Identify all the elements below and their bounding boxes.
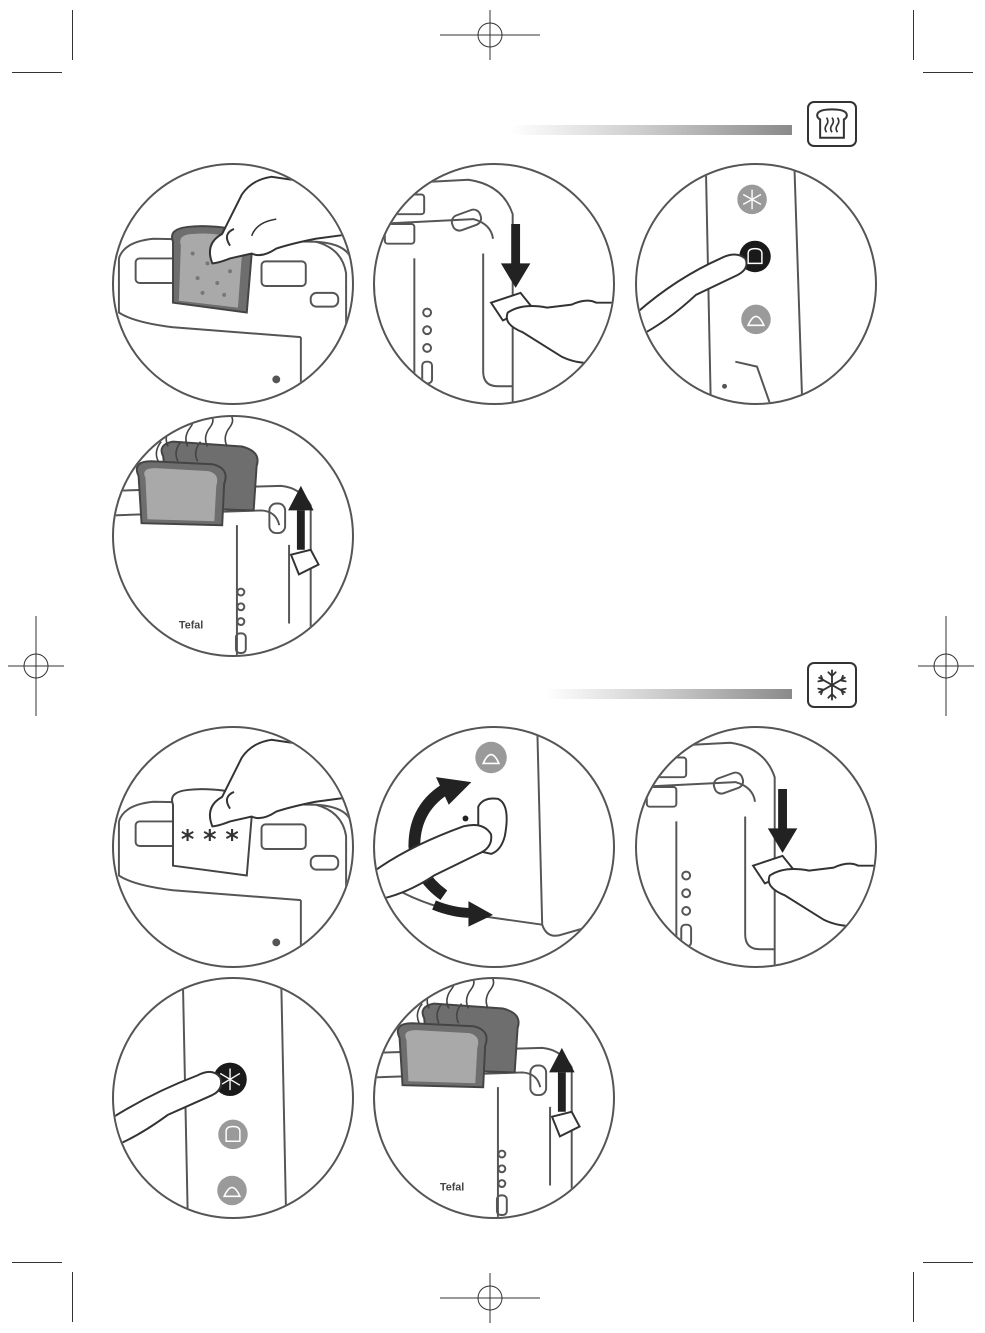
step-press-reheat-button xyxy=(635,163,877,405)
step-press-defrost-button xyxy=(112,977,354,1219)
registration-mark-right xyxy=(918,616,974,716)
step-toast-pops-up-defrost: Tefal xyxy=(373,977,615,1219)
defrost-marking: * * * xyxy=(181,825,239,855)
section-toast-bar xyxy=(510,125,792,135)
step-insert-frozen-bread: * * * xyxy=(112,726,354,968)
section-defrost-bar xyxy=(545,689,792,699)
step-insert-bread xyxy=(112,163,354,405)
step-turn-browning-dial xyxy=(373,726,615,968)
registration-mark-top xyxy=(440,10,540,60)
step-press-lever-down xyxy=(373,163,615,405)
registration-mark-left xyxy=(8,616,64,716)
brand-label: Tefal xyxy=(179,619,203,631)
snowflake-icon xyxy=(807,662,857,708)
brand-label: Tefal xyxy=(440,1181,464,1193)
step-toast-pops-up: Tefal xyxy=(112,415,354,657)
toast-heat-icon xyxy=(807,101,857,147)
registration-mark-bottom xyxy=(440,1273,540,1323)
step-press-lever-down-defrost xyxy=(635,726,877,968)
